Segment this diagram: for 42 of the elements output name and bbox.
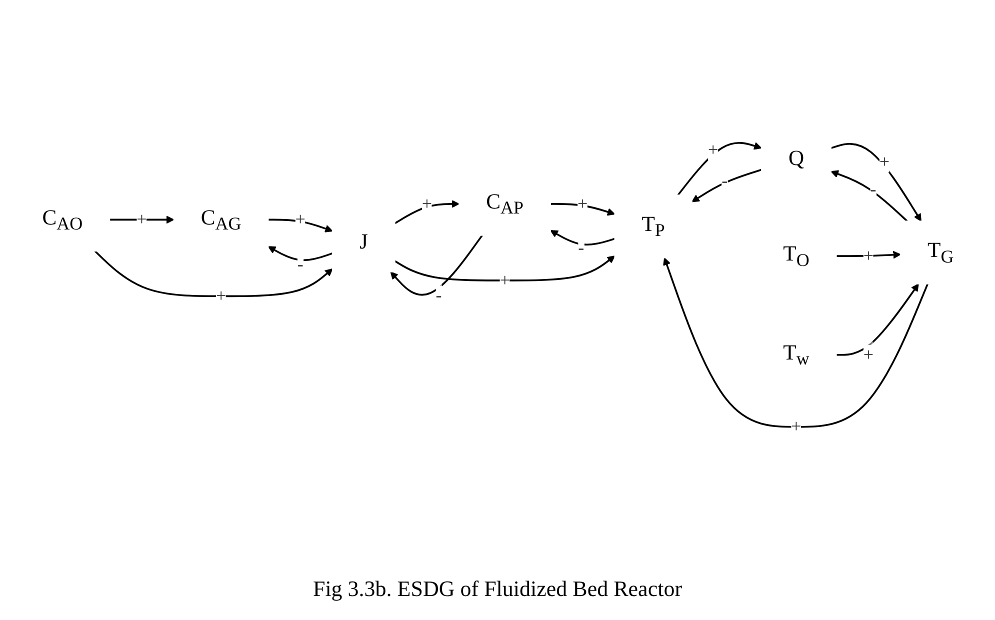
arrow [550, 203, 615, 216]
arrow [691, 169, 762, 202]
edge-label: - [870, 180, 876, 200]
edge-label: + [708, 140, 718, 160]
edge-label: + [421, 194, 432, 214]
arrow [268, 219, 332, 233]
edge-label: + [577, 194, 588, 214]
arrow [394, 256, 615, 282]
edge-label: + [878, 152, 890, 172]
node-text: T$_{P}$ [641, 213, 664, 241]
arrow [94, 250, 332, 298]
node-text: T$_{w}$ [782, 342, 809, 370]
node-text: C$_{AG}$ [200, 206, 241, 234]
arrow [550, 230, 614, 246]
edge-label: + [499, 270, 510, 291]
arrow [836, 251, 900, 259]
node-text: C$_{AP}$ [486, 190, 524, 218]
arrow [390, 235, 482, 296]
node-text: Q [788, 147, 804, 171]
arrow [830, 170, 908, 222]
edge-label: - [296, 255, 303, 275]
edge-label: + [294, 210, 305, 230]
edge-label: + [862, 345, 874, 366]
arrow [109, 216, 174, 224]
edge-label: + [215, 286, 226, 306]
figure-caption: Fig 3.3b. ESDG of Fluidized Bed Reactor [312, 576, 682, 602]
arrow [267, 246, 332, 262]
edge-label: + [862, 246, 874, 266]
arrow [676, 142, 762, 196]
arrow [662, 258, 928, 428]
edge-label: - [435, 286, 442, 306]
node-text: T$_{G}$ [927, 239, 954, 268]
edge-label: - [721, 172, 728, 192]
edge-label: + [790, 417, 801, 437]
node-text: T$_{O}$ [782, 242, 809, 271]
arrow [836, 284, 918, 356]
arrow [394, 200, 459, 224]
arrow [830, 143, 921, 222]
node-text: J [358, 230, 368, 254]
node-text: C$_{AO}$ [42, 206, 82, 234]
edge-label: - [578, 238, 584, 258]
edge-label: + [136, 210, 146, 230]
